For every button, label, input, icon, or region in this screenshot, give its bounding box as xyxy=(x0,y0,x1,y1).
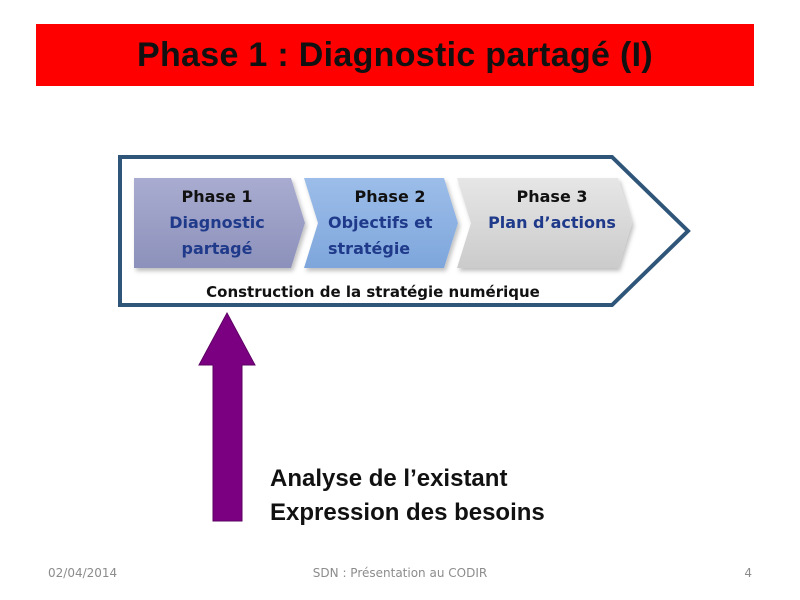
phase-1-heading: Phase 1 xyxy=(182,187,253,206)
phase-2-line2: stratégie xyxy=(328,239,410,258)
phase-2-line1: Objectifs et xyxy=(328,213,433,232)
footer-date: 02/04/2014 xyxy=(48,566,118,580)
purple-up-arrow xyxy=(198,311,256,522)
construction-label: Construction de la stratégie numérique xyxy=(206,283,540,301)
phase-3-heading: Phase 3 xyxy=(517,187,588,206)
phase-1-chevron xyxy=(134,178,305,268)
footer-title: SDN : Présentation au CODIR xyxy=(312,566,488,580)
analysis-line-1: Analyse de l’existant xyxy=(270,465,508,492)
analysis-text: Analyse de l’existant Expression des bes… xyxy=(270,462,545,530)
phase-2-chevron xyxy=(304,178,458,268)
phase-1-line2: partagé xyxy=(182,239,253,258)
slide-title: Phase 1 : Diagnostic partagé (I) xyxy=(137,35,653,74)
phase-3-line1: Plan d’actions xyxy=(488,213,616,232)
phase-1-line1: Diagnostic xyxy=(169,213,265,232)
phase-2-heading: Phase 2 xyxy=(355,187,426,206)
analysis-line-2: Expression des besoins xyxy=(270,499,545,526)
footer-page-number: 4 xyxy=(744,566,752,580)
phase-3-chevron xyxy=(457,178,632,268)
title-banner: Phase 1 : Diagnostic partagé (I) xyxy=(36,24,754,86)
